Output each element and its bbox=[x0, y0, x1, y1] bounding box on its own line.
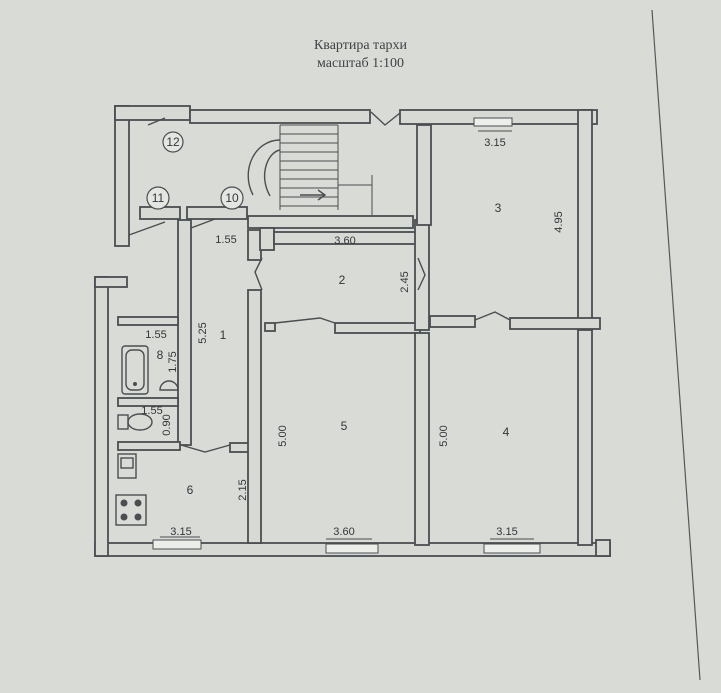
kitchen-stove bbox=[115, 494, 147, 526]
room-label-2: 2 bbox=[339, 273, 346, 287]
dim-room5-width: 3.60 bbox=[333, 526, 354, 538]
room-label-6: 6 bbox=[187, 483, 194, 497]
room-label-5: 5 bbox=[341, 419, 348, 433]
plan-title: Квартира тархи bbox=[313, 38, 408, 53]
dim-room2-width: 3.60 bbox=[334, 235, 355, 247]
room-marker-12: 12 bbox=[162, 131, 184, 153]
dim-room2-depth: 2.45 bbox=[399, 271, 411, 292]
dim-corridor-width: 1.55 bbox=[215, 234, 236, 246]
windows bbox=[152, 117, 541, 554]
dim-wc-depth: 0.90 bbox=[161, 414, 173, 435]
svg-text:12: 12 bbox=[166, 135, 180, 149]
page-margin-line bbox=[651, 9, 701, 681]
dim-room3-length: 4.95 bbox=[553, 211, 565, 232]
dim-room4-length: 5.00 bbox=[438, 425, 450, 446]
dim-room4-width: 3.15 bbox=[496, 526, 517, 538]
dim-room3-width: 3.15 bbox=[484, 137, 505, 149]
svg-text:11: 11 bbox=[152, 191, 165, 205]
room-label-8: 8 bbox=[157, 348, 164, 362]
toilet bbox=[117, 413, 153, 431]
room-label-4: 4 bbox=[503, 425, 510, 439]
room-marker-11: 11 bbox=[146, 186, 170, 210]
dim-bath-depth: 1.75 bbox=[167, 351, 179, 372]
svg-text:10: 10 bbox=[225, 191, 239, 205]
dim-kitchen-depth: 2.15 bbox=[237, 479, 249, 500]
dimension-lines bbox=[160, 130, 534, 540]
room-label-3: 3 bbox=[495, 201, 502, 215]
dim-kitchen-width: 3.15 bbox=[170, 526, 191, 538]
plan-scale: масштаб 1:100 bbox=[317, 56, 404, 71]
dim-bath-width: 1.55 bbox=[145, 329, 166, 341]
kitchen-sink bbox=[117, 453, 137, 479]
staircase bbox=[247, 124, 373, 215]
dim-corridor-length: 5.25 bbox=[197, 322, 209, 343]
dim-wc-width: 1.55 bbox=[141, 405, 162, 417]
room-label-1: 1 bbox=[220, 328, 227, 342]
room-marker-10: 10 bbox=[220, 186, 244, 210]
door-swings bbox=[128, 111, 511, 453]
interior-walls bbox=[117, 124, 601, 546]
bathtub bbox=[121, 345, 149, 395]
dim-room5-length: 5.00 bbox=[277, 425, 289, 446]
washbasin bbox=[159, 380, 179, 391]
